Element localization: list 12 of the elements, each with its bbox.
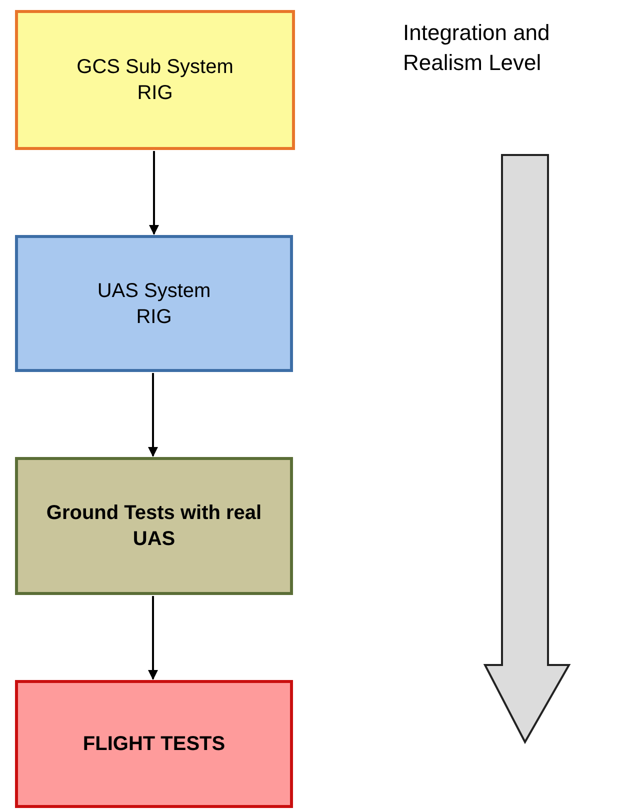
box-label: UAS System RIG — [96, 278, 212, 330]
arrow — [148, 596, 158, 680]
arrow — [149, 151, 159, 235]
process-box — [15, 235, 293, 372]
process-box — [15, 680, 293, 808]
process-box — [15, 457, 293, 595]
box-label: GCS Sub System RIG — [76, 55, 234, 106]
process-box — [15, 10, 295, 150]
arrow — [148, 373, 158, 457]
axis-label: Integration and Realism Level — [403, 19, 551, 77]
box-label: FLIGHT TESTS — [82, 732, 226, 757]
box-label: Ground Tests with real UAS — [45, 501, 263, 552]
